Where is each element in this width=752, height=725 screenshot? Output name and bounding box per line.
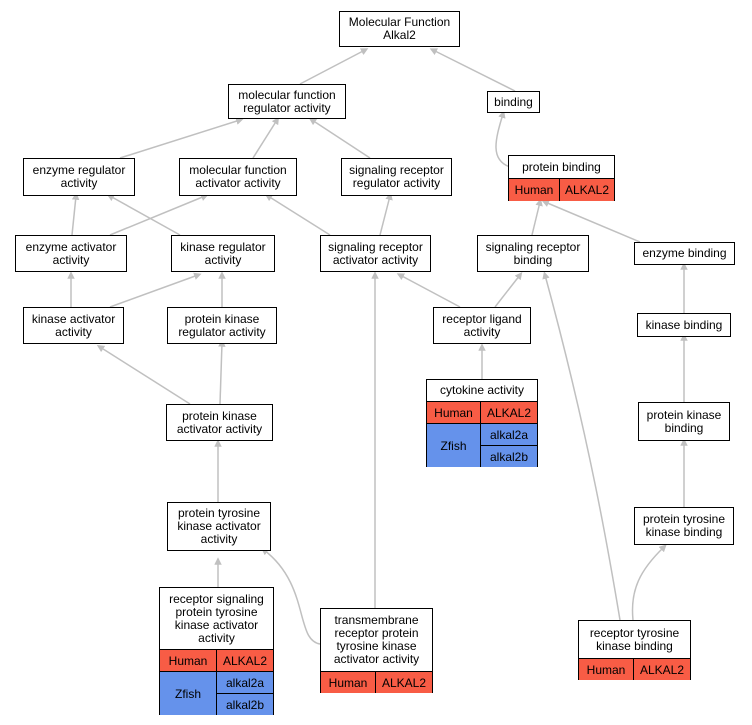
edge-rtkb-srb	[542, 271, 621, 621]
species-label: Zfish	[160, 672, 217, 715]
node-kinase-activator-activity[interactable]: kinase activator activity	[23, 307, 124, 344]
edge-enzbind-protbind	[541, 199, 641, 243]
edge-tmrptk-ptkaa	[261, 547, 321, 645]
edge-sraa-srra	[379, 192, 393, 236]
node-molecular-function-root[interactable]: Molecular Function Alkal2	[339, 11, 460, 47]
gene-label[interactable]: ALKAL2	[639, 662, 685, 677]
gene-label[interactable]: ALKAL2	[486, 405, 532, 420]
node-enzyme-activator-activity[interactable]: enzyme activator activity	[15, 235, 127, 272]
human-gene-row: Human ALKAL2	[579, 659, 690, 680]
node-protein-tyrosine-kinase-binding[interactable]: protein tyrosine kinase binding	[634, 507, 734, 545]
edge-rla-srb	[494, 272, 523, 308]
gene-label[interactable]: ALKAL2	[564, 183, 610, 197]
edge-pkaa-kinact	[96, 344, 191, 405]
node-transmembrane-receptor-protein-tyrosine-kinase-activator-activity[interactable]: transmembrane receptor protein tyrosine …	[320, 608, 433, 693]
edge-pkaa-pkra	[218, 339, 226, 405]
human-gene-row: Human ALKAL2	[321, 672, 432, 693]
human-gene-row: Human ALKAL2	[509, 179, 614, 201]
node-title: transmembrane receptor protein tyrosine …	[321, 609, 432, 672]
edge-protbind-binding	[495, 110, 511, 168]
node-signaling-receptor-regulator-activity[interactable]: signaling receptor regulator activity	[341, 158, 452, 196]
gene-label[interactable]: ALKAL2	[222, 653, 268, 668]
species-label: Human	[321, 672, 376, 693]
species-label: Human	[509, 179, 560, 201]
human-gene-row: Human ALKAL2	[160, 650, 273, 672]
node-molecular-function-activator-activity[interactable]: molecular function activator activity	[179, 158, 297, 196]
edge-binding-root	[429, 48, 516, 92]
node-molecular-function-regulator-activity[interactable]: molecular function regulator activity	[228, 84, 346, 119]
node-enzyme-binding[interactable]: enzyme binding	[634, 242, 735, 265]
node-title: protein binding	[509, 156, 614, 179]
node-cytokine-activity[interactable]: cytokine activity Human ALKAL2 Zfish alk…	[426, 379, 538, 467]
zfish-gene-row: Zfish alkal2a alkal2b	[427, 424, 537, 467]
species-label: Zfish	[427, 424, 481, 467]
edge-mfra-root	[299, 48, 369, 85]
edge-enzact-enzreg	[71, 192, 80, 236]
node-title: receptor signaling protein tyrosine kina…	[160, 588, 273, 650]
node-protein-binding[interactable]: protein binding Human ALKAL2	[508, 155, 615, 201]
zfish-gene-row: Zfish alkal2a alkal2b	[160, 672, 273, 715]
species-label: Human	[427, 402, 481, 423]
edge-kinreg-enzreg	[106, 194, 181, 236]
gene-label[interactable]: ALKAL2	[381, 675, 427, 690]
species-label: Human	[579, 659, 634, 680]
edge-enzact-mfaa	[109, 193, 209, 236]
gene-label[interactable]: alkal2a	[481, 424, 537, 446]
node-protein-kinase-regulator-activity[interactable]: protein kinase regulator activity	[167, 307, 277, 344]
edge-mfaa-mfra	[252, 116, 280, 159]
node-kinase-binding[interactable]: kinase binding	[637, 313, 731, 337]
edge-enzreg-mfra	[119, 117, 244, 159]
node-binding[interactable]: binding	[487, 91, 540, 113]
node-protein-kinase-binding[interactable]: protein kinase binding	[638, 402, 730, 441]
gene-label[interactable]: alkal2b	[225, 697, 265, 712]
edge-sraa-mfaa	[264, 194, 331, 236]
edge-rla-sraa	[396, 273, 461, 308]
node-receptor-tyrosine-kinase-binding[interactable]: receptor tyrosine kinase binding Human A…	[578, 620, 691, 680]
edge-srb-protbind	[531, 198, 543, 236]
node-kinase-regulator-activity[interactable]: kinase regulator activity	[171, 235, 275, 272]
node-protein-kinase-activator-activity[interactable]: protein kinase activator activity	[166, 404, 273, 441]
node-receptor-signaling-protein-tyrosine-kinase-activator-activity[interactable]: receptor signaling protein tyrosine kina…	[159, 587, 274, 715]
gene-label[interactable]: alkal2a	[217, 672, 273, 694]
node-signaling-receptor-activator-activity[interactable]: signaling receptor activator activity	[320, 235, 431, 272]
node-title: cytokine activity	[427, 380, 537, 402]
node-protein-tyrosine-kinase-activator-activity[interactable]: protein tyrosine kinase activator activi…	[167, 502, 271, 551]
edge-kinact-kinreg	[109, 272, 202, 308]
node-title: receptor tyrosine kinase binding	[579, 621, 690, 659]
edge-srra-mfra	[308, 117, 371, 159]
edge-rtkb-ptkb	[631, 544, 667, 621]
species-label: Human	[160, 650, 217, 671]
node-receptor-ligand-activity[interactable]: receptor ligand activity	[433, 307, 531, 344]
human-gene-row: Human ALKAL2	[427, 402, 537, 424]
node-signaling-receptor-binding[interactable]: signaling receptor binding	[477, 235, 589, 272]
gene-label[interactable]: alkal2b	[489, 449, 529, 464]
node-enzyme-regulator-activity[interactable]: enzyme regulator activity	[23, 158, 135, 196]
